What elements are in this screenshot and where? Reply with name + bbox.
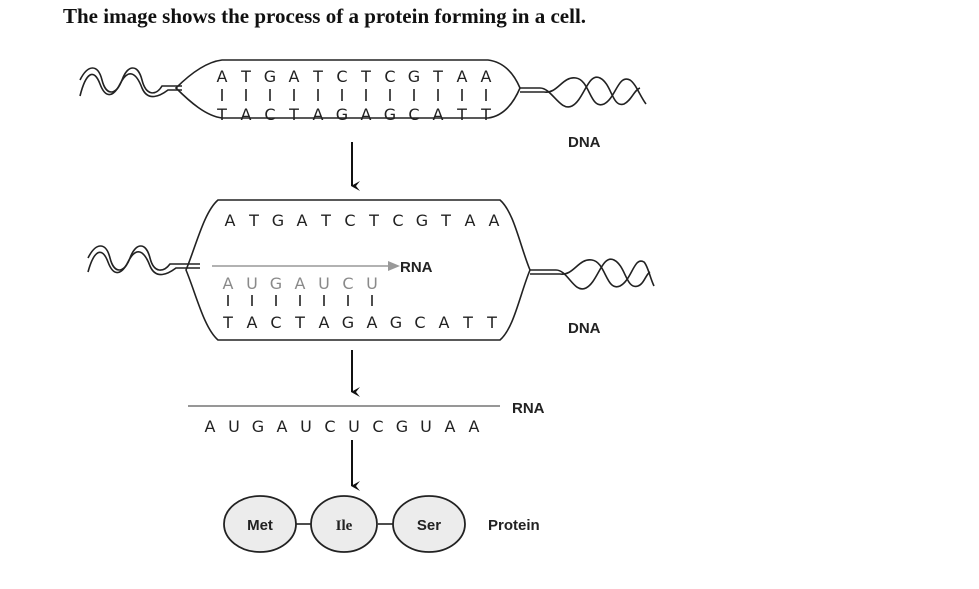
template-base-4: T — [294, 313, 305, 332]
coding-base-2: T — [248, 211, 259, 230]
amino-acid-label-ser: Ser — [417, 517, 441, 534]
mrna-base-5: U — [300, 417, 312, 436]
coding-base-4: A — [297, 211, 308, 230]
protein-label: Protein — [488, 517, 540, 534]
template-base-11: T — [456, 105, 467, 124]
mrna-base-8: C — [372, 417, 383, 436]
coding-base-7: T — [368, 211, 379, 230]
rna-base-4: A — [295, 274, 306, 293]
rna-base-3: G — [270, 274, 282, 293]
coding-base-7: T — [360, 67, 371, 86]
coding-base-10: T — [440, 211, 451, 230]
coding-base-12: A — [489, 211, 500, 230]
template-base-11: T — [462, 313, 473, 332]
template-base-1: T — [222, 313, 233, 332]
rna-base-5: U — [318, 274, 330, 293]
mrna-base-9: G — [396, 417, 408, 436]
coding-base-11: A — [465, 211, 476, 230]
rna-base-1: A — [223, 274, 234, 293]
dna-helix-left-1 — [79, 67, 182, 98]
dna-helix-left-2 — [87, 245, 200, 276]
dna-bubble-2 — [185, 199, 531, 341]
amino-acid-bead-met — [223, 495, 297, 553]
coding-base-6: C — [336, 67, 347, 86]
template-base-4: T — [288, 105, 299, 124]
coding-base-5: T — [320, 211, 331, 230]
coding-base-12: A — [481, 67, 492, 86]
mrna-base-10: U — [420, 417, 432, 436]
coding-base-2: T — [240, 67, 251, 86]
amino-acid-label-met: Met — [247, 517, 273, 534]
coding-base-4: A — [289, 67, 300, 86]
rna-dna-base-pair-bonds — [227, 295, 373, 306]
rna-base-2: U — [246, 274, 258, 293]
coding-base-10: T — [432, 67, 443, 86]
amino-acid-bead-ile — [310, 495, 378, 553]
stage4-protein: Met Ile Ser Protein — [223, 495, 540, 553]
page-title: The image shows the process of a protein… — [63, 4, 587, 28]
rna-label-2: RNA — [400, 259, 433, 276]
template-base-3: C — [270, 313, 281, 332]
template-base-5: A — [313, 105, 324, 124]
dna-label-2: DNA — [568, 320, 601, 337]
template-base-8: G — [390, 313, 402, 332]
mrna-base-11: A — [445, 417, 456, 436]
template-base-2: A — [247, 313, 258, 332]
coding-base-9: G — [416, 211, 428, 230]
coding-base-8: C — [384, 67, 395, 86]
coding-base-8: C — [392, 211, 403, 230]
rna-base-6: C — [342, 274, 353, 293]
coding-base-3: G — [264, 67, 276, 86]
rna-base-7: U — [366, 274, 378, 293]
coding-base-9: G — [408, 67, 420, 86]
dna-helix-right-1 — [520, 76, 647, 108]
rna-label-3: RNA — [512, 400, 545, 417]
mrna-base-4: A — [277, 417, 288, 436]
amino-acid-label-ile: Ile — [336, 518, 353, 534]
template-base-12: T — [480, 105, 491, 124]
template-base-10: A — [433, 105, 444, 124]
mrna-base-2: U — [228, 417, 240, 436]
template-base-7: A — [361, 105, 372, 124]
coding-base-11: A — [457, 67, 468, 86]
coding-base-1: A — [217, 67, 228, 86]
coding-base-5: T — [312, 67, 323, 86]
coding-base-3: G — [272, 211, 284, 230]
amino-acid-bead-ser — [392, 495, 466, 553]
template-base-2: A — [241, 105, 252, 124]
coding-base-1: A — [225, 211, 236, 230]
template-base-9: C — [408, 105, 419, 124]
dna-helix-right-2 — [530, 258, 655, 290]
mrna-base-6: C — [324, 417, 335, 436]
template-base-7: A — [367, 313, 378, 332]
template-base-12: T — [486, 313, 497, 332]
dna-label-1: DNA — [568, 134, 601, 151]
mrna-base-1: A — [205, 417, 216, 436]
template-base-3: C — [264, 105, 275, 124]
template-base-5: A — [319, 313, 330, 332]
template-base-9: C — [414, 313, 425, 332]
template-base-1: T — [216, 105, 227, 124]
dna-base-pair-bonds-1 — [221, 89, 487, 101]
template-base-8: G — [384, 105, 396, 124]
template-base-10: A — [439, 313, 450, 332]
coding-base-6: C — [344, 211, 355, 230]
template-base-6: G — [342, 313, 354, 332]
mrna-base-7: U — [348, 417, 360, 436]
template-base-6: G — [336, 105, 348, 124]
mrna-base-12: A — [469, 417, 480, 436]
mrna-base-3: G — [252, 417, 264, 436]
